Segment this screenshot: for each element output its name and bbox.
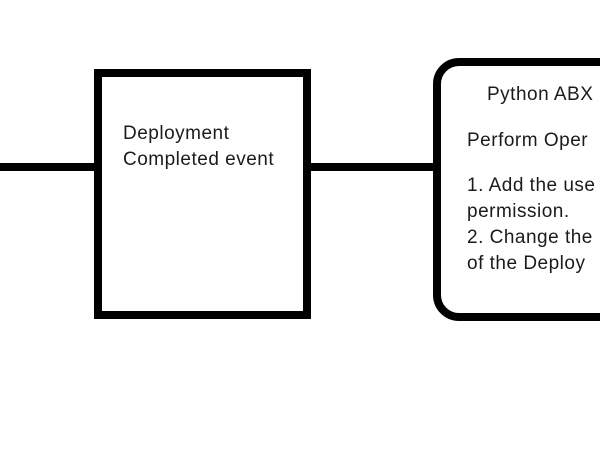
abx-step2-line2: of the Deploy: [467, 253, 586, 274]
abx-node-subtitle: Perform Oper: [467, 130, 589, 151]
abx-step2-line1: 2. Change the: [467, 227, 593, 248]
abx-step1-line2: permission.: [467, 201, 570, 222]
event-node-label: Deployment Completed event: [123, 121, 274, 173]
incoming-connector-line: [0, 163, 95, 171]
abx-node-steps: 1. Add the use permission. 2. Change the…: [467, 173, 596, 277]
abx-step1-line1: 1. Add the use: [467, 175, 596, 196]
node-python-abx: Python ABX Perform Oper 1. Add the use p…: [433, 58, 600, 321]
abx-node-title: Python ABX: [487, 84, 594, 105]
event-to-abx-connector-line: [310, 163, 438, 171]
node-deployment-completed-event: Deployment Completed event: [94, 69, 311, 319]
event-node-label-line2: Completed event: [123, 149, 275, 170]
event-node-label-line1: Deployment: [123, 123, 230, 144]
